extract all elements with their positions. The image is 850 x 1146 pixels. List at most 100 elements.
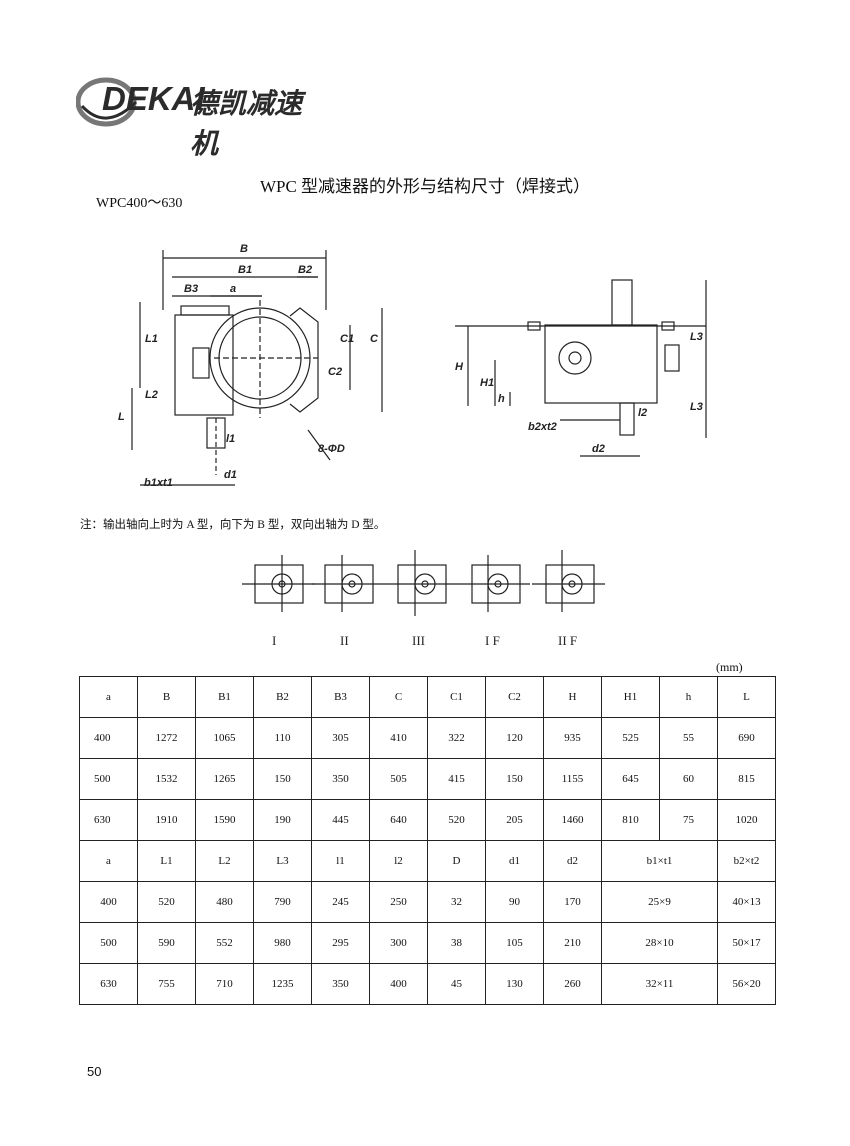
label-B1: B1 [238,264,252,276]
table1-cell: 110 [253,717,312,759]
table2-cell: 480 [195,881,254,923]
table2-cell: 25×9 [601,881,718,923]
table1-cell: 630 [79,799,138,841]
table1-cell: 935 [543,717,602,759]
table2-cell: 250 [369,881,428,923]
table1-cell: 60 [659,758,718,800]
table1-cell: 500 [79,758,138,800]
label-L3-bottom: L3 [690,401,703,413]
table1-cell: 1910 [137,799,196,841]
side-view [455,279,707,457]
table1-cell: 415 [427,758,486,800]
table1-cell: 1020 [717,799,776,841]
table1-cell: 150 [253,758,312,800]
table2-cell: 260 [543,963,602,1005]
table1-header-cell: B2 [253,676,312,718]
table1-cell: 645 [601,758,660,800]
variant-II-label: II [340,633,349,648]
label-B: B [240,243,248,255]
table1-cell: 525 [601,717,660,759]
table2-cell: 400 [79,881,138,923]
variant-IIF-label: II F [558,633,577,648]
table1-cell: 322 [427,717,486,759]
label-B3: B3 [184,283,198,295]
table2-header-cell: L1 [137,840,196,882]
table2-cell: 105 [485,922,544,964]
label-b2t2: b2xt2 [528,421,557,433]
logo-chinese: 德凯减速机 [190,87,303,160]
table2-cell: 245 [311,881,370,923]
variant-I: I [242,555,315,648]
assembly-variants: I II III I F II F [242,550,605,648]
label-L2: L2 [145,389,158,401]
table1-cell: 400 [79,717,138,759]
table2-header-cell: b1×t1 [601,840,718,882]
table1-cell: 690 [717,717,776,759]
page-number: 50 [87,1064,102,1079]
table2-cell: 630 [79,963,138,1005]
label-C2: C2 [328,366,342,378]
table1-cell: 150 [485,758,544,800]
table1-header-cell: C1 [427,676,486,718]
label-C1: C1 [340,333,354,345]
table2-cell: 1235 [253,963,312,1005]
label-C: C [370,333,379,345]
table2-cell: 130 [485,963,544,1005]
table2-cell: 170 [543,881,602,923]
table2-cell: 45 [427,963,486,1005]
label-d2: d2 [592,443,605,455]
table1-cell: 1155 [543,758,602,800]
table1-cell: 520 [427,799,486,841]
table2-cell: 520 [137,881,196,923]
table1-header-cell: B3 [311,676,370,718]
table2-cell: 755 [137,963,196,1005]
table1-header-cell: C2 [485,676,544,718]
table2-cell: 56×20 [717,963,776,1005]
table1-cell: 410 [369,717,428,759]
table1-header-cell: B1 [195,676,254,718]
table2-cell: 90 [485,881,544,923]
table2-header-cell: b2×t2 [717,840,776,882]
table1-cell: 1265 [195,758,254,800]
table2-cell: 210 [543,922,602,964]
table1-cell: 120 [485,717,544,759]
table2-header-cell: l1 [311,840,370,882]
label-b1t1: b1xt1 [144,477,173,489]
logo-brand: DEKAI [102,80,205,117]
label-L1: L1 [145,333,158,345]
table2-cell: 32 [427,881,486,923]
table2-header-cell: L2 [195,840,254,882]
table2-cell: 50×17 [717,922,776,964]
table1-cell: 75 [659,799,718,841]
table1-header-cell: C [369,676,428,718]
table1-cell: 505 [369,758,428,800]
page-title: WPC 型减速器的外形与结构尺寸（焊接式） [259,177,591,196]
table2-cell: 295 [311,922,370,964]
table2-cell: 32×11 [601,963,718,1005]
table1-cell: 55 [659,717,718,759]
label-h: h [498,393,505,405]
table2-header-cell: d2 [543,840,602,882]
label-B2: B2 [298,264,312,276]
table2-header-cell: d1 [485,840,544,882]
table2-header-cell: l2 [369,840,428,882]
table2-cell: 28×10 [601,922,718,964]
table1-cell: 305 [311,717,370,759]
table2-cell: 552 [195,922,254,964]
unit-label: (mm) [716,660,743,674]
table1-cell: 1532 [137,758,196,800]
table2-cell: 500 [79,922,138,964]
table1-cell: 445 [311,799,370,841]
model-range: WPC400～630 [96,196,183,211]
table2-cell: 300 [369,922,428,964]
table1-header-cell: B [137,676,196,718]
label-l2: l2 [638,407,647,419]
label-a: a [230,283,236,295]
label-L: L [118,411,125,423]
